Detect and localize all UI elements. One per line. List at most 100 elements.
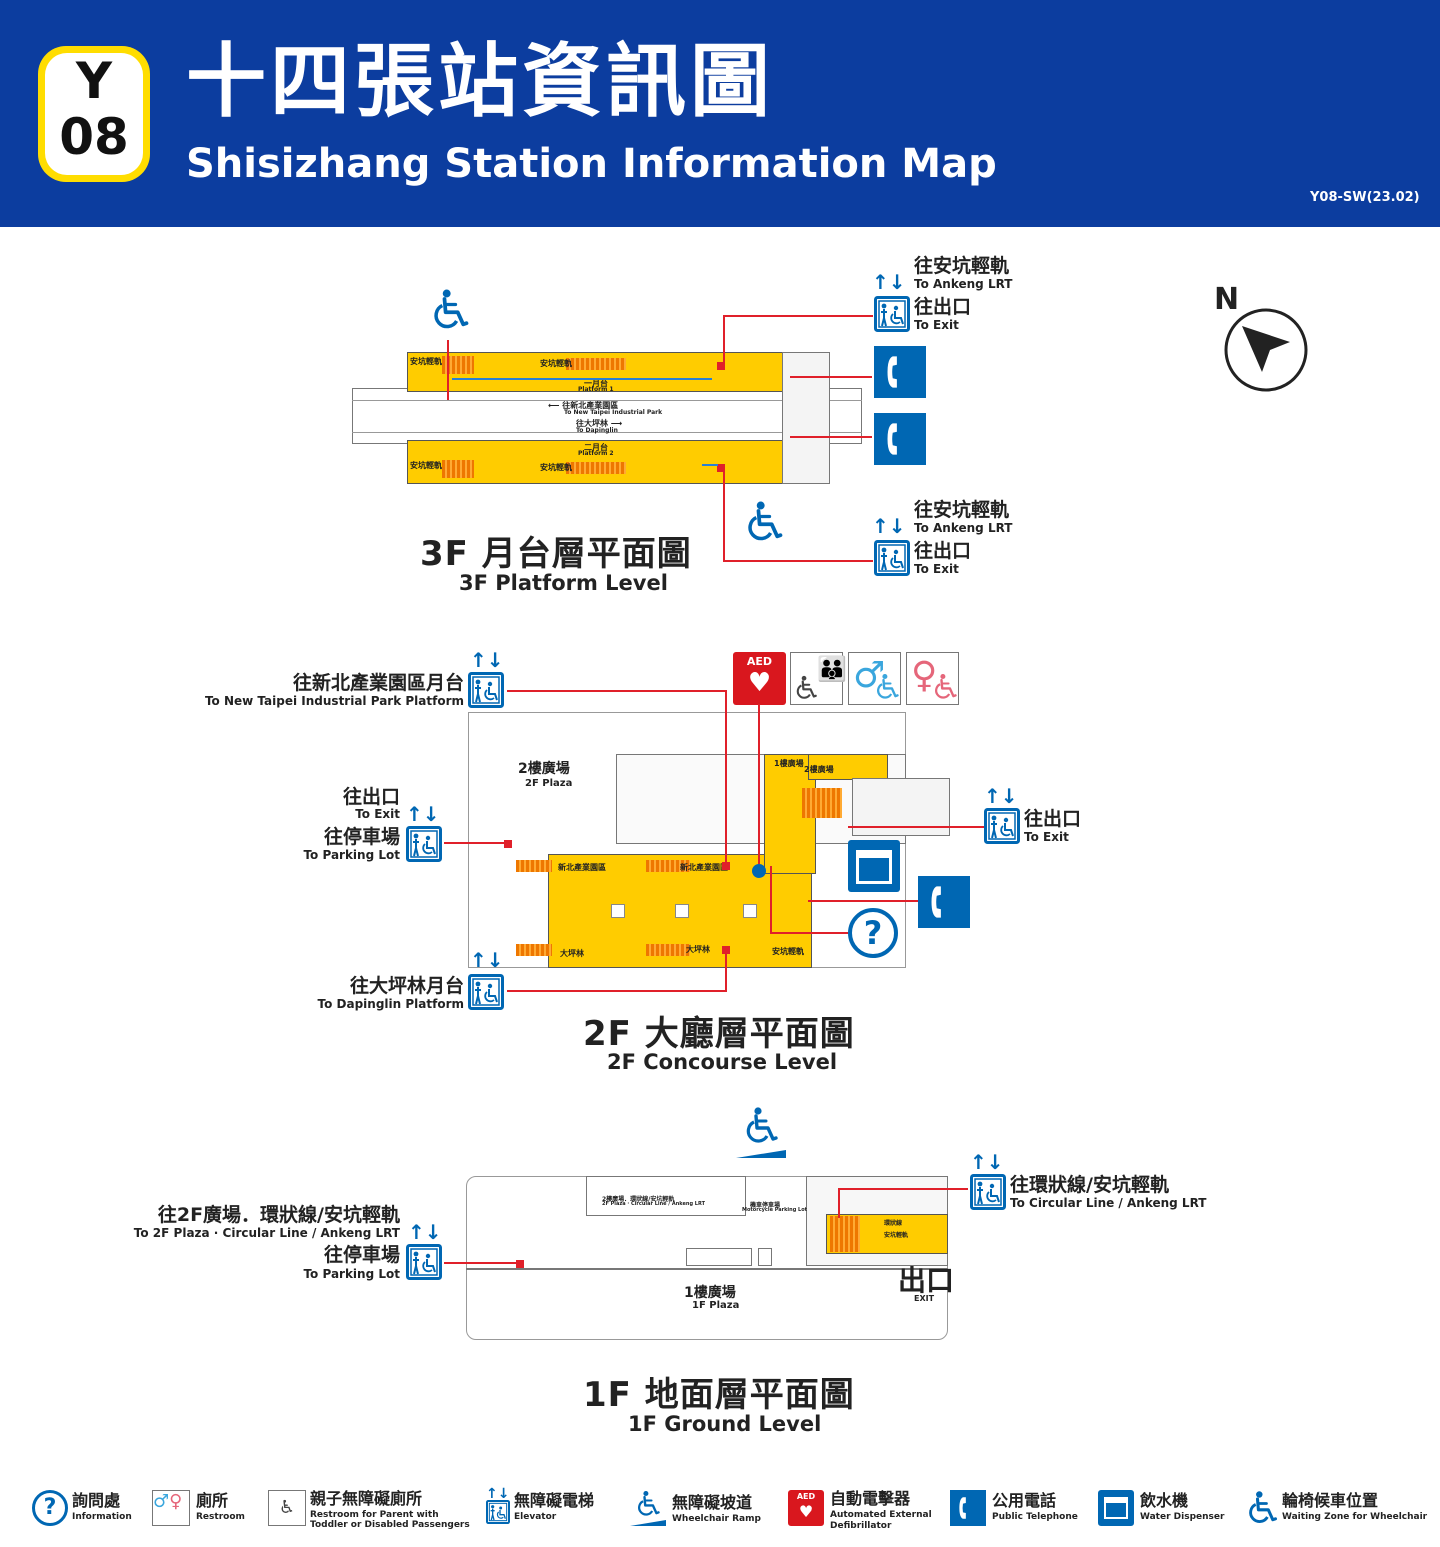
legend-label-en: Water Dispenser [1140, 1512, 1225, 1522]
up-down-arrows-icon: ↑↓ [984, 784, 1018, 808]
small-ankeng-label: 安坑輕軌 [540, 359, 572, 368]
leader-line [770, 932, 850, 934]
legend-label: 無障礙坡道 [672, 1493, 753, 1512]
plaza-1f-label-en: 1F Plaza [692, 1300, 740, 1311]
wheelchair-ramp-icon [630, 1490, 666, 1526]
leader-line [723, 315, 873, 317]
leader-line [447, 340, 449, 400]
legend-label: 詢問處 [72, 1491, 121, 1510]
restroom-icon: ♂♀ [152, 1490, 190, 1526]
to-dapinglin-platform-label: 往大坪林月台 [349, 975, 464, 997]
small-ankeng-label: 安坑輕軌 [410, 357, 442, 366]
elevator-icon [874, 540, 910, 576]
telephone-icon [874, 346, 926, 398]
platform-2-label-en: Platform 2 [578, 450, 614, 457]
legend-label-en: Wheelchair Ramp [672, 1514, 761, 1524]
legend-label: 公用電話 [992, 1491, 1057, 1510]
to-dapinglin-platform-label-en: To Dapinglin Platform [317, 997, 464, 1011]
telephone-icon [874, 413, 926, 465]
information-icon: ? [32, 1490, 68, 1526]
elevator-icon [486, 1500, 510, 1524]
document-code: Y08-SW(23.02) [1310, 190, 1420, 205]
compass-north-label: N [1214, 282, 1240, 317]
leader-line [507, 690, 725, 692]
legend-label-en: Defibrillator [830, 1521, 892, 1531]
ground-level-title-en: 1F Ground Level [628, 1412, 822, 1436]
elevator-icon [874, 296, 910, 332]
water-dispenser-icon [848, 840, 900, 892]
to-new-taipei-platform-label-en: To New Taipei Industrial Park Platform [204, 694, 464, 708]
concourse-level-title: 2F 大廳層平面圖 [583, 1014, 855, 1054]
small-dapinglin-label: 大坪林 [560, 949, 584, 958]
legend-label: 自動電擊器 [830, 1489, 911, 1508]
to-circular-label-en: To Circular Line / Ankeng LRT [1010, 1196, 1207, 1210]
line-code: Y [75, 52, 113, 110]
small-2f-plaza-label-en: 2F Plaza · Circular Line / Ankeng LRT [602, 1201, 705, 1207]
direction-dapinglin-label-en: To Dapinglin [576, 427, 618, 434]
plaza-1f-label: 1樓廣場 [684, 1285, 736, 1301]
up-down-arrows-icon: ↑↓ [470, 648, 504, 672]
to-ankeng-label-en: To Ankeng LRT [914, 521, 1013, 535]
family-restroom-icon: ♿ [268, 1490, 306, 1526]
leader-line [790, 436, 872, 438]
plaza-2f-label-en: 2F Plaza [525, 778, 573, 789]
to-parking-label-en: To Parking Lot [303, 848, 400, 862]
to-ankeng-label: 往安坑輕軌 [914, 255, 1010, 277]
station-code-badge: Y 08 [38, 46, 150, 182]
elevator-marker [717, 362, 725, 370]
leader-line [723, 470, 725, 562]
up-down-arrows-icon: ↑↓ [872, 270, 906, 294]
legend-label: 輪椅候車位置 [1282, 1491, 1379, 1510]
to-ankeng-label-en: To Ankeng LRT [914, 277, 1013, 291]
page-title-en: Shisizhang Station Information Map [186, 141, 997, 187]
leader-line [790, 376, 872, 378]
exit-label: 出口 [898, 1264, 955, 1297]
to-exit-label-en: To Exit [1024, 830, 1069, 844]
up-down-arrows-icon: ↑↓ [408, 1220, 442, 1244]
up-down-arrows-icon: ↑↓ [470, 948, 504, 972]
to-exit-label: 往出口 [342, 786, 400, 808]
small-new-taipei-label: 新北產業園區 [680, 863, 728, 872]
small-parking-label-en: Motorcycle Parking Lot [742, 1207, 808, 1213]
legend-label: 親子無障礙廁所 [310, 1489, 423, 1508]
elevator-icon [406, 1244, 442, 1280]
leader-line [507, 990, 727, 992]
to-exit-label-en: To Exit [355, 807, 400, 821]
to-2f-plaza-label-en: To 2F Plaza · Circular Line / Ankeng LRT [133, 1226, 400, 1240]
small-dapinglin-label: 大坪林 [686, 945, 710, 954]
aed-icon: AED ♥ [788, 1490, 824, 1526]
wheelchair-waiting-icon [428, 288, 472, 332]
up-down-arrows-icon: ↑↓ [486, 1486, 510, 1502]
telephone-icon [918, 876, 970, 928]
leader-line [723, 560, 873, 562]
platform-1-label: 一月台 [584, 379, 608, 388]
elevator-icon [970, 1174, 1006, 1210]
to-parking-label: 往停車場 [323, 826, 400, 848]
small-2f-plaza-label: 2樓廣場．環狀線/安坑輕軌 [602, 1196, 675, 1203]
concourse-level-title-en: 2F Concourse Level [607, 1050, 838, 1074]
legend-label-en: Automated External [830, 1510, 932, 1520]
water-dispenser-icon [1098, 1490, 1134, 1526]
up-down-arrows-icon: ↑↓ [406, 802, 440, 826]
to-circular-label: 往環狀線/安坑輕軌 [1010, 1174, 1169, 1196]
platform-level-title-en: 3F Platform Level [459, 571, 668, 595]
legend-label-en: Information [72, 1512, 132, 1522]
legend-label-en: Waiting Zone for Wheelchair [1282, 1512, 1428, 1522]
leader-line [838, 1188, 840, 1218]
to-exit-label-en: To Exit [914, 562, 959, 576]
to-exit-label: 往出口 [914, 296, 972, 318]
ground-level-title: 1F 地面層平面圖 [583, 1375, 855, 1415]
legend-label: 無障礙電梯 [514, 1491, 595, 1510]
to-parking-label-en: To Parking Lot [303, 1267, 400, 1281]
to-2f-plaza-label: 往2F廣場．環狀線/安坑輕軌 [157, 1204, 400, 1226]
legend-label-en: Elevator [514, 1512, 557, 1522]
compass-icon [1224, 308, 1308, 392]
wheelchair-waiting-icon [1244, 1490, 1280, 1526]
platform-level-title: 3F 月台層平面圖 [420, 534, 692, 574]
aed-icon: AED ♥ [733, 652, 786, 705]
small-ankeng-label: 安坑輕軌 [772, 947, 804, 956]
header-bar [0, 0, 1440, 227]
small-new-taipei-label: 新北產業園區 [558, 863, 606, 872]
leader-line [444, 1262, 522, 1264]
leader-line [723, 315, 725, 365]
